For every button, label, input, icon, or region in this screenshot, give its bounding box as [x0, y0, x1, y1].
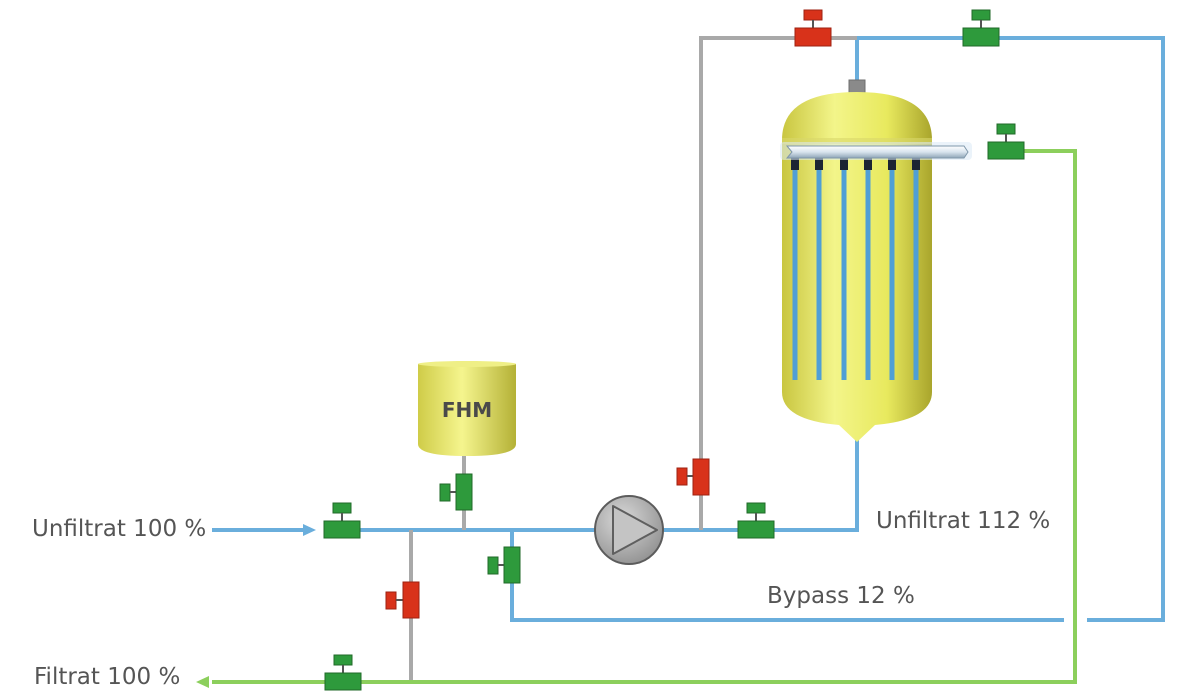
- pump-outlet-valve[interactable]: [737, 502, 775, 539]
- vessel-top-nozzle: [848, 79, 866, 95]
- bypass-label: Bypass 12 %: [767, 583, 915, 609]
- top-gray-valve[interactable]: [794, 9, 832, 47]
- filtrat-outlet-arrow-icon: [196, 676, 209, 688]
- bypass-return-pipe: [855, 36, 1165, 622]
- candle-caps: [791, 156, 920, 170]
- fhm-tank: FHM: [418, 361, 516, 456]
- pump-discharge-pipe: [660, 440, 859, 532]
- top-blue-valve[interactable]: [962, 9, 1000, 47]
- filtrat-outlet-label: Filtrat 100 %: [34, 664, 181, 690]
- vessel-top-band: [782, 138, 932, 144]
- fhm-dosing-valve[interactable]: [439, 473, 473, 511]
- recirculation-gray-pipe: [699, 36, 800, 530]
- filtrate-header-valve[interactable]: [987, 123, 1025, 160]
- filter-candles: [792, 166, 919, 380]
- filtrate-outlet-valve[interactable]: [324, 654, 362, 691]
- filtrate-drain-branch-valve[interactable]: [385, 581, 420, 619]
- recirculation-riser-valve[interactable]: [676, 458, 710, 496]
- unfiltrat-inlet-label: Unfiltrat 100 %: [32, 516, 207, 542]
- pipes: [196, 36, 1165, 688]
- circulation-pump[interactable]: [594, 495, 664, 565]
- filtrate-collection-header: [785, 145, 969, 159]
- inlet-valve[interactable]: [323, 502, 361, 539]
- fhm-tank-label: FHM: [442, 398, 492, 422]
- filter-vessel: [780, 79, 972, 442]
- fhm-tank-lid: [418, 361, 516, 367]
- unfiltrat-inlet-arrow-icon: [303, 524, 316, 536]
- fhm-tank-body: [418, 364, 516, 456]
- bypass-branch-valve[interactable]: [487, 546, 521, 584]
- pump-play-icon: [612, 505, 658, 555]
- filtrate-header-pipe: [212, 149, 1077, 684]
- unfiltrat-outlet-label: Unfiltrat 112 %: [876, 508, 1051, 534]
